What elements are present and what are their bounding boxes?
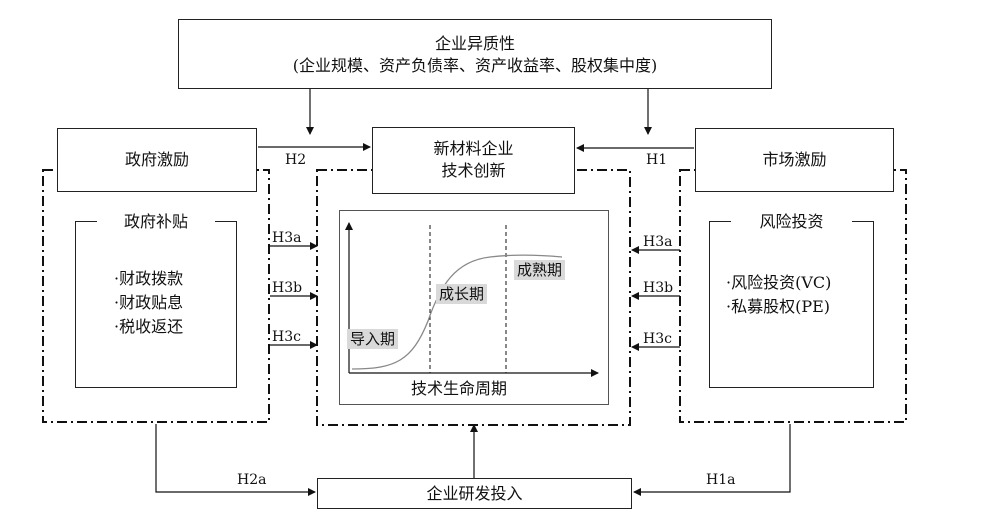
gov-incentive-title: 政府激励 xyxy=(124,150,189,169)
hypothesis-h1a-label: H1a xyxy=(706,472,736,488)
rd-input-label: 企业研发投入 xyxy=(426,484,523,503)
hypothesis-h2a-label: H2a xyxy=(237,472,267,488)
market-incentive-title: 市场激励 xyxy=(762,150,827,169)
gov-subsidy-item: ·税收返还 xyxy=(114,317,184,336)
arrow-h1a xyxy=(633,424,791,496)
gov-region-border xyxy=(42,169,270,423)
venture-capital-item: ·私募股权(PE) xyxy=(726,297,831,316)
stage-mature-label: 成熟期 xyxy=(514,260,566,280)
venture-capital-item: ·风险投资(VC) xyxy=(726,273,832,292)
venture-capital-title: 风险投资 xyxy=(759,212,824,231)
innovation-box: 新材料企业 技术创新 xyxy=(372,127,575,194)
hypothesis-h3b-right-label: H3b xyxy=(643,280,674,296)
lifecycle-x-label: 技术生命周期 xyxy=(411,379,508,398)
lifecycle-chart xyxy=(345,222,599,377)
hypothesis-h3a-left-label: H3a xyxy=(272,230,302,246)
market-incentive-box: 市场激励 xyxy=(695,128,894,192)
hypothesis-h2-label: H2 xyxy=(285,152,307,168)
heterogeneity-title: 企业异质性 xyxy=(434,34,515,53)
innovation-line2: 技术创新 xyxy=(441,161,506,180)
gov-subsidy-title: 政府补贴 xyxy=(123,212,188,231)
gov-subsidy-box: 政府补贴 ·财政拨款 ·财政贴息 ·税收返还 xyxy=(75,212,237,388)
s-curve xyxy=(351,254,563,370)
venture-capital-box: 风险投资 ·风险投资(VC) ·私募股权(PE) xyxy=(709,212,874,388)
heterogeneity-subtitle: (企业规模、资产负债率、资产收益率、股权集中度) xyxy=(292,56,658,75)
stage-growth-label: 成长期 xyxy=(436,284,488,304)
gov-subsidy-item: ·财政贴息 xyxy=(114,293,184,312)
center-region-border xyxy=(316,169,631,426)
lifecycle-panel: 导入期 成长期 成熟期 技术生命周期 xyxy=(339,210,609,405)
hypothesis-h3c-right-label: H3c xyxy=(643,331,672,347)
gov-subsidy-item: ·财政拨款 xyxy=(114,269,184,288)
stage-intro-label: 导入期 xyxy=(347,329,399,349)
gov-incentive-box: 政府激励 xyxy=(57,128,257,192)
heterogeneity-box: 企业异质性 (企业规模、资产负债率、资产收益率、股权集中度) xyxy=(178,19,772,89)
arrow-h2a xyxy=(155,424,316,496)
hypothesis-h3a-right-label: H3a xyxy=(643,234,673,250)
hypothesis-h3b-left-label: H3b xyxy=(272,280,303,296)
hypothesis-h3c-left-label: H3c xyxy=(272,329,301,345)
market-region-border xyxy=(679,169,907,423)
rd-input-box: 企业研发投入 xyxy=(317,478,632,509)
innovation-line1: 新材料企业 xyxy=(433,139,514,158)
hypothesis-h1-label: H1 xyxy=(646,152,668,168)
